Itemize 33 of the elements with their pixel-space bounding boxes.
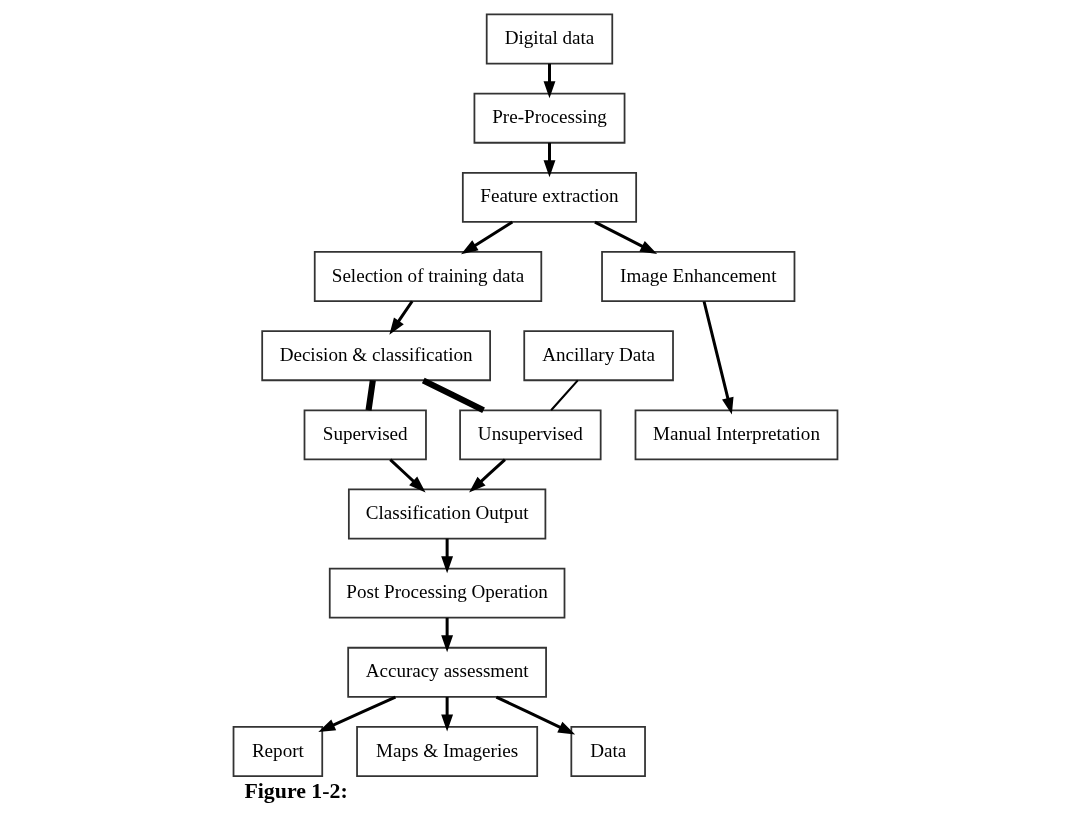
node-box: Ancillary Data [523, 329, 674, 381]
node-box: Report [232, 725, 324, 777]
arrow [543, 142, 556, 177]
node-box: Classification Output [347, 488, 547, 539]
arrow [469, 457, 506, 492]
connector [421, 377, 485, 413]
arrow [461, 220, 514, 254]
node-box: Data [570, 725, 646, 777]
connector [550, 379, 579, 411]
arrow [389, 457, 426, 493]
arrow [543, 63, 556, 98]
arrow [594, 220, 658, 254]
arrow [389, 299, 414, 335]
node-box: Unsupervised [459, 408, 602, 460]
node-box: Supervised [303, 408, 427, 460]
caption: Figure 1-2: [244, 778, 348, 803]
arrow [495, 695, 576, 734]
node-box: Accuracy assessment [347, 646, 547, 698]
node-box: Post Processing Operation [328, 567, 566, 619]
arrow [441, 617, 454, 652]
node-box: Pre-Processing [473, 92, 626, 144]
node-box: Feature extraction [461, 171, 638, 223]
node-box: Manual Interpretation [634, 408, 839, 460]
arrow [318, 695, 397, 732]
node-box: Image Enhancement [601, 250, 796, 302]
arrow [702, 300, 734, 415]
node-box: Selection of training data [313, 250, 543, 302]
node-box: Decision & classification [261, 329, 491, 381]
arrow [441, 696, 454, 731]
arrow [441, 538, 454, 573]
connector [365, 379, 376, 411]
node-box: Digital data [485, 13, 614, 64]
node-box: Maps & Imageries [356, 725, 539, 777]
